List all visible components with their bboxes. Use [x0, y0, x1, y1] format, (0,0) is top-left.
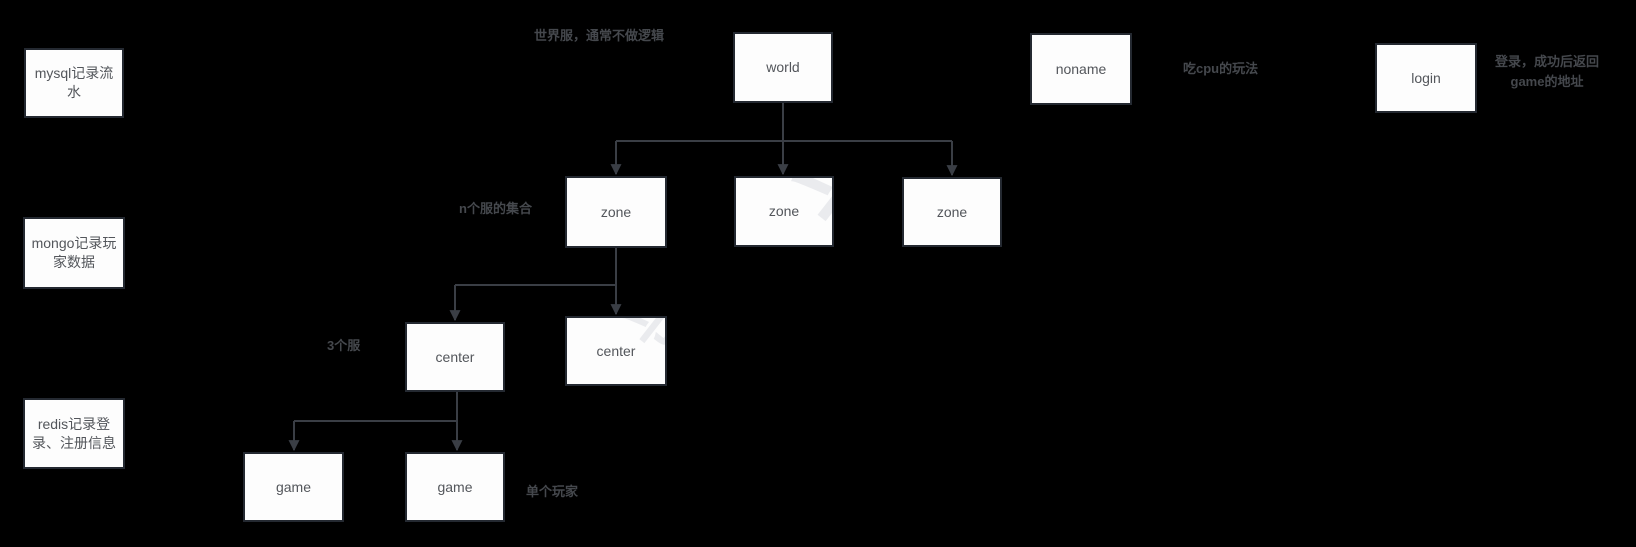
node-center-2[interactable]: 水印 center [565, 316, 667, 386]
node-label: center [596, 342, 636, 359]
annotation-zone-note[interactable]: n个服的集合 [459, 201, 532, 216]
annotation-noname-note[interactable]: 吃cpu的玩法 [1183, 61, 1259, 76]
node-label: mongo记录玩家数据 [31, 235, 117, 270]
node-redis[interactable]: redis记录登录、注册信息 [23, 398, 125, 469]
node-center-1[interactable]: center [405, 322, 505, 392]
node-game-1[interactable]: game [243, 452, 344, 522]
node-mysql[interactable]: mysql记录流水 [24, 48, 124, 118]
node-label: center [435, 348, 475, 365]
node-label: zone [768, 203, 800, 219]
annotation-login-note[interactable]: 登录，成功后返回game的地址 [1494, 54, 1599, 89]
annotation-world-note[interactable]: 世界服，通常不做逻辑 [533, 28, 664, 43]
node-label: world [766, 59, 800, 75]
node-label: noname [1055, 60, 1107, 77]
node-label: game [275, 478, 312, 495]
annotation-game-note[interactable]: 单个玩家 [526, 484, 579, 499]
node-noname[interactable]: noname [1030, 33, 1132, 105]
node-zone-2[interactable]: 水印 zone [734, 176, 834, 247]
node-label: zone [600, 203, 632, 220]
node-zone-1[interactable]: zone [565, 176, 667, 248]
node-zone-3[interactable]: zone [902, 177, 1002, 247]
node-game-2[interactable]: game [405, 452, 505, 522]
node-world[interactable]: world [733, 32, 833, 103]
node-label: zone [936, 203, 968, 220]
node-mongo[interactable]: mongo记录玩家数据 [23, 217, 125, 289]
node-login[interactable]: login [1375, 43, 1477, 113]
node-label: mysql记录流水 [34, 65, 114, 100]
node-label: login [1411, 69, 1441, 86]
node-label: redis记录登录、注册信息 [32, 415, 116, 451]
node-label: game [437, 478, 473, 495]
annotation-center-note[interactable]: 3个服 [327, 338, 361, 353]
